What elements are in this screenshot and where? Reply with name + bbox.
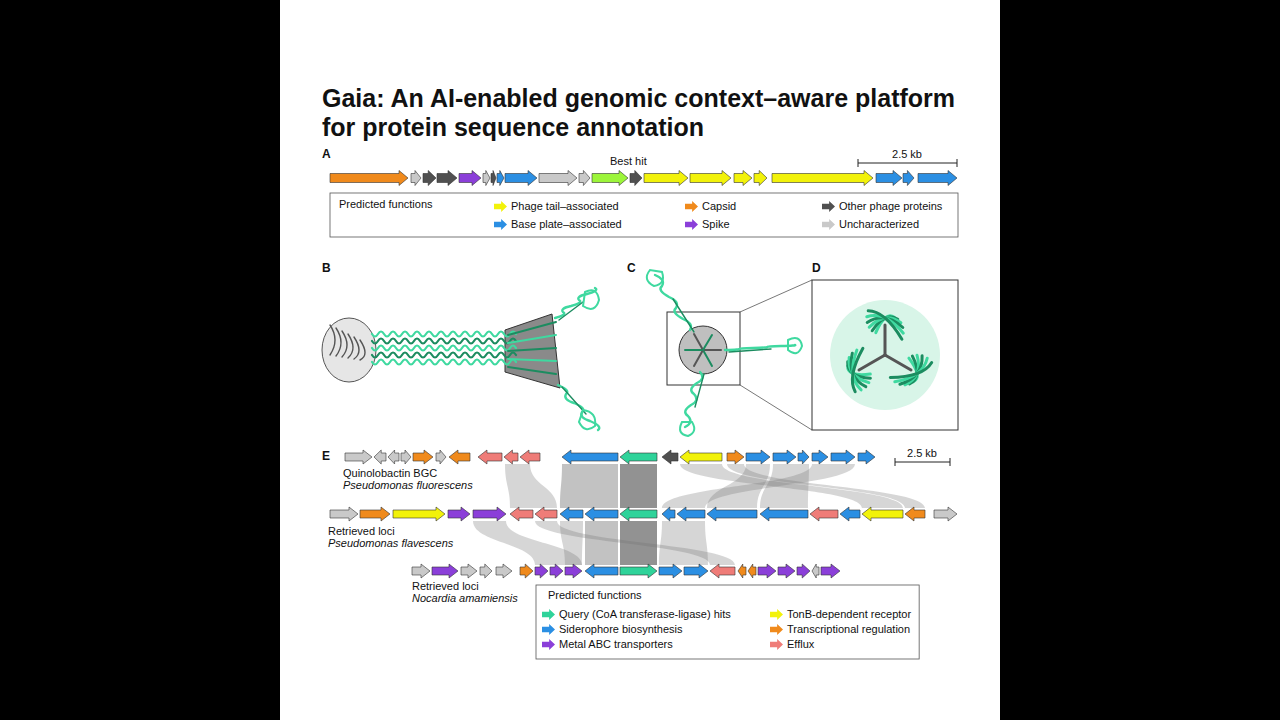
legend-text: Spike: [702, 218, 730, 231]
scale-label: 2.5 kb: [892, 148, 922, 161]
panel-letter: A: [322, 148, 331, 161]
synteny-ribbons: [473, 464, 925, 565]
protein-structure-b: [322, 314, 560, 388]
legend-heading: Predicted functions: [548, 589, 642, 602]
hit-label: Best hit: [610, 155, 647, 168]
species-name: Nocardia amamiensis: [412, 592, 518, 605]
scale-label: 2.5 kb: [907, 447, 937, 460]
legend-text: Other phage proteins: [839, 200, 942, 213]
legend-heading: Predicted functions: [339, 198, 433, 211]
legend-frame: [536, 585, 919, 659]
legend-text: Phage tail–associated: [511, 200, 619, 213]
legend-text: Base plate–associated: [511, 218, 622, 231]
panel-letter: B: [322, 262, 331, 275]
legend-text: Efflux: [787, 638, 814, 651]
legend-text: TonB-dependent receptor: [787, 608, 911, 621]
gene-arrows: [330, 171, 957, 579]
legend-text: Capsid: [702, 200, 736, 213]
protein-structure-d: [812, 280, 958, 430]
legend-text: Query (CoA transferase-ligase) hits: [559, 608, 731, 621]
legend-text: Uncharacterized: [839, 218, 919, 231]
locus-name: Retrieved loci: [412, 580, 479, 593]
legend-frame: [330, 193, 958, 237]
legend-text: Transcriptional regulation: [787, 623, 910, 636]
species-name: Pseudomonas flavescens: [328, 537, 453, 550]
species-name: Pseudomonas fluorescens: [343, 479, 473, 492]
panel-letter: E: [322, 450, 330, 463]
protein-structure-c: [667, 280, 812, 430]
ribbon-strands: [330, 270, 932, 436]
panel-letter: D: [812, 262, 821, 275]
locus-name: Quinolobactin BGC: [343, 467, 437, 480]
panel-letter: C: [627, 262, 636, 275]
figure-title: Gaia: An AI-enabled genomic context–awar…: [322, 84, 972, 142]
legend-text: Metal ABC transporters: [559, 638, 673, 651]
legend-text: Siderophore biosynthesis: [559, 623, 683, 636]
locus-name: Retrieved loci: [328, 525, 395, 538]
